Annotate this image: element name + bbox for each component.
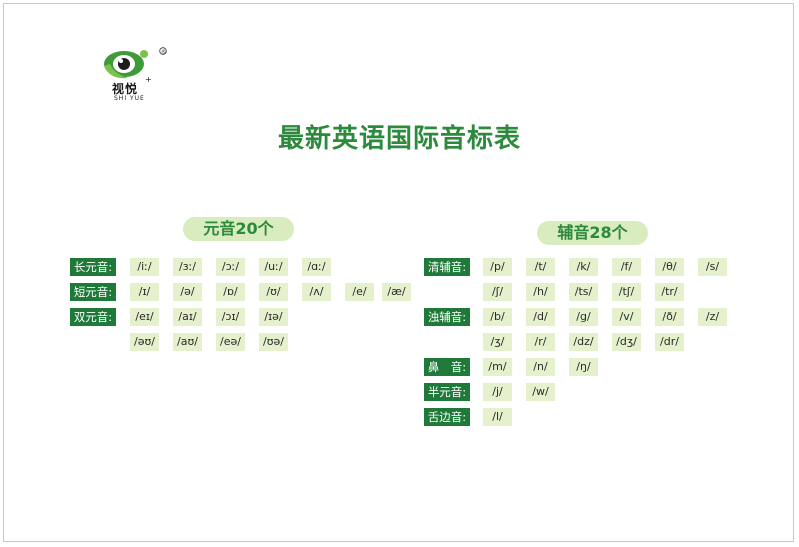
phoneme-cell: /w/	[526, 383, 555, 401]
svg-text:+: +	[145, 75, 152, 84]
phoneme-cell: /ʊə/	[259, 333, 288, 351]
phoneme-cell: /ɜː/	[173, 258, 202, 276]
phoneme-cell: /ʌ/	[302, 283, 331, 301]
phoneme-cell: /k/	[569, 258, 598, 276]
row-label: 短元音:	[70, 283, 116, 301]
phoneme-cell: /dz/	[569, 333, 598, 351]
row-label: 长元音:	[70, 258, 116, 276]
phoneme-cell: /l/	[483, 408, 512, 426]
phoneme-cell: /ŋ/	[569, 358, 598, 376]
phoneme-cell: /ɔɪ/	[216, 308, 245, 326]
logo-name-cn: 视悦	[112, 82, 139, 96]
row-label: 鼻 音:	[424, 358, 470, 376]
phoneme-cell: /r/	[526, 333, 555, 351]
page-title: 最新英语国际音标表	[277, 124, 521, 154]
phoneme-cell: /e/	[345, 283, 374, 301]
page-frame	[3, 3, 794, 542]
phoneme-cell: /z/	[698, 308, 727, 326]
phoneme-cell: /iː/	[130, 258, 159, 276]
phoneme-cell: /ɪ/	[130, 283, 159, 301]
phoneme-cell: /b/	[483, 308, 512, 326]
vowels-heading: 元音20个	[183, 217, 294, 241]
phoneme-cell: /m/	[483, 358, 512, 376]
consonants-heading: 辅音28个	[537, 221, 648, 245]
row-label: 半元音:	[424, 383, 470, 401]
phoneme-cell: /əʊ/	[130, 333, 159, 351]
phoneme-cell: /ð/	[655, 308, 684, 326]
phoneme-cell: /ɒ/	[216, 283, 245, 301]
phoneme-cell: /ɪə/	[259, 308, 288, 326]
phoneme-cell: /f/	[612, 258, 641, 276]
phoneme-cell: /j/	[483, 383, 512, 401]
phoneme-cell: /ʒ/	[483, 333, 512, 351]
phoneme-cell: /p/	[483, 258, 512, 276]
registered-mark: ®	[161, 49, 166, 56]
phoneme-cell: /ʃ/	[483, 283, 512, 301]
phoneme-cell: /dʒ/	[612, 333, 641, 351]
phoneme-cell: /ts/	[569, 283, 598, 301]
phoneme-cell: /t/	[526, 258, 555, 276]
row-label: 浊辅音:	[424, 308, 470, 326]
phoneme-cell: /g/	[569, 308, 598, 326]
phoneme-cell: /v/	[612, 308, 641, 326]
phoneme-cell: /d/	[526, 308, 555, 326]
phoneme-cell: /ɑː/	[302, 258, 331, 276]
phoneme-cell: /tr/	[655, 283, 684, 301]
phoneme-cell: /n/	[526, 358, 555, 376]
row-label: 双元音:	[70, 308, 116, 326]
phoneme-cell: /h/	[526, 283, 555, 301]
phoneme-cell: /eə/	[216, 333, 245, 351]
phoneme-cell: /ʊ/	[259, 283, 288, 301]
phoneme-cell: /tʃ/	[612, 283, 641, 301]
phoneme-cell: /θ/	[655, 258, 684, 276]
phoneme-cell: /aɪ/	[173, 308, 202, 326]
phoneme-cell: /dr/	[655, 333, 684, 351]
row-label: 清辅音:	[424, 258, 470, 276]
row-label: 舌边音:	[424, 408, 470, 426]
phoneme-cell: /aʊ/	[173, 333, 202, 351]
phoneme-cell: /æ/	[382, 283, 411, 301]
phoneme-cell: /s/	[698, 258, 727, 276]
logo-name-en: SHI YUE	[114, 95, 145, 102]
phoneme-cell: /uː/	[259, 258, 288, 276]
phoneme-cell: /eɪ/	[130, 308, 159, 326]
shiyue-logo-icon: ® +	[104, 47, 167, 84]
phoneme-cell: /ə/	[173, 283, 202, 301]
phoneme-cell: /ɔː/	[216, 258, 245, 276]
